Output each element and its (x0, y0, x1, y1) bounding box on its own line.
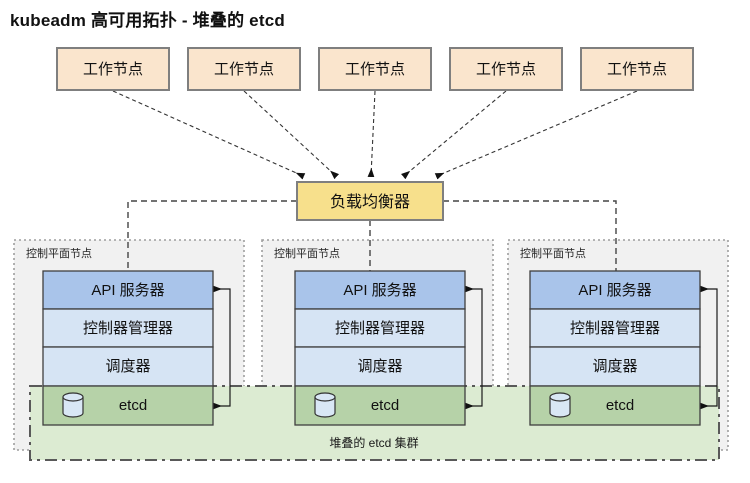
controller-manager-box (529, 308, 701, 348)
worker-node-box (449, 47, 563, 91)
database-cylinder-icon (62, 392, 84, 418)
controller-manager-label: 控制器管理器 (335, 320, 425, 337)
worker-to-lb-arrow-4 (401, 90, 507, 180)
scheduler-box (529, 346, 701, 387)
controller-manager-label: 控制器管理器 (83, 320, 173, 337)
etcd-label: etcd (119, 397, 147, 414)
worker-node-3: 工作节点 (318, 47, 432, 91)
load-balancer: 负载均衡器 (296, 181, 444, 221)
api-server-label: API 服务器 (343, 282, 416, 299)
control-plane-group-label: 控制平面节点 (520, 246, 586, 260)
scheduler-label: 调度器 (357, 358, 402, 375)
database-cylinder-icon (549, 392, 571, 418)
controller-manager-box (294, 308, 466, 348)
control-plane-group-label: 控制平面节点 (274, 246, 340, 260)
worker-node-label: 工作节点 (214, 61, 274, 78)
load-balancer-label: 负载均衡器 (330, 193, 410, 211)
lb-to-apiserver-connector-right (443, 200, 617, 271)
worker-node-label: 工作节点 (83, 61, 143, 78)
worker-node-2: 工作节点 (187, 47, 301, 91)
database-cylinder-icon (314, 392, 336, 418)
stacked-etcd-cluster-label: 堆叠的 etcd 集群 (329, 435, 418, 450)
worker-to-lb-arrow-5 (434, 90, 638, 180)
control-plane-group-label: 控制平面节点 (26, 246, 92, 260)
lb-to-apiserver-connector-left (127, 200, 297, 271)
scheduler-label: 调度器 (105, 358, 150, 375)
diagram-title: kubeadm 高可用拓扑 - 堆叠的 etcd (10, 11, 285, 30)
scheduler-box (42, 346, 214, 387)
api-server-box (294, 270, 466, 310)
scheduler-box (294, 346, 466, 387)
worker-node-5: 工作节点 (580, 47, 694, 91)
worker-node-box (56, 47, 170, 91)
worker-node-box (318, 47, 432, 91)
scheduler-label: 调度器 (592, 358, 637, 375)
worker-to-lb-arrow-3 (367, 90, 376, 178)
api-server-label: API 服务器 (91, 282, 164, 299)
controller-manager-label: 控制器管理器 (570, 320, 660, 337)
control-plane-stack-3: API 服务器 控制器管理器 调度器 etcd (529, 270, 701, 426)
control-plane-stack-1: API 服务器 控制器管理器 调度器 etcd (42, 270, 214, 426)
controller-manager-box (42, 308, 214, 348)
etcd-label: etcd (606, 397, 634, 414)
apiserver-etcd-connector-3 (700, 285, 718, 410)
control-plane-stack-2: API 服务器 控制器管理器 调度器 etcd (294, 270, 466, 426)
load-balancer-box (296, 181, 444, 221)
api-server-box (529, 270, 701, 310)
worker-node-box (580, 47, 694, 91)
worker-node-1: 工作节点 (56, 47, 170, 91)
etcd-label: etcd (371, 397, 399, 414)
worker-node-label: 工作节点 (476, 61, 536, 78)
worker-to-lb-arrow-2 (243, 90, 340, 180)
apiserver-etcd-connector-1 (213, 285, 231, 410)
api-server-label: API 服务器 (578, 282, 651, 299)
apiserver-etcd-connector-2 (465, 285, 483, 410)
worker-node-box (187, 47, 301, 91)
worker-node-4: 工作节点 (449, 47, 563, 91)
worker-node-label: 工作节点 (345, 61, 405, 78)
api-server-box (42, 270, 214, 310)
worker-node-label: 工作节点 (607, 61, 667, 78)
worker-to-lb-arrow-1 (112, 90, 306, 180)
